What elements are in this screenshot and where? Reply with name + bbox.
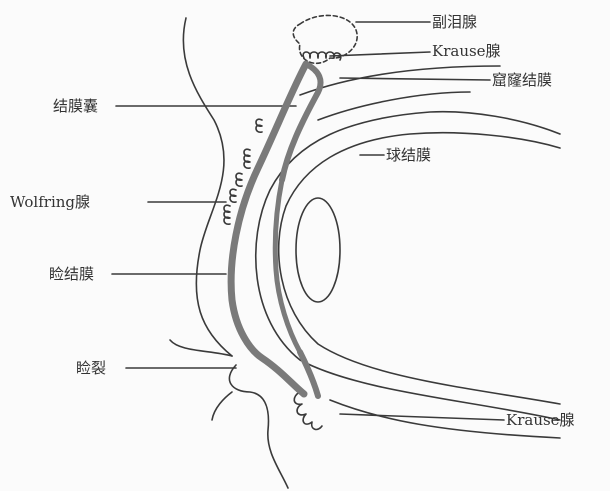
label-bulbar-conjunctiva: 球结膜: [386, 146, 431, 164]
leader-fornix: [340, 78, 490, 80]
label-palpebral-fissure: 睑裂: [76, 359, 106, 377]
label-conjunctival-fornix: 窟窿结膜: [492, 71, 552, 89]
skin-outline: [183, 18, 232, 356]
label-wolfring-gland: Wolfring腺: [10, 193, 90, 211]
fornix-band: [282, 64, 321, 180]
label-krause-gland-upper: Krause腺: [432, 42, 501, 60]
label-palpebral-conjunctiva: 睑结膜: [49, 265, 94, 283]
lower-lid-fold: [212, 392, 232, 420]
leader-krause-lower: [340, 414, 504, 420]
label-krause-gland-lower: Krause腺: [506, 411, 575, 429]
lens: [296, 198, 340, 302]
label-conjunctival-sac: 结膜囊: [53, 97, 98, 115]
lower-lid-outline: [229, 365, 288, 488]
globe-inner: [279, 133, 560, 404]
label-accessory-lacrimal-gland: 副泪腺: [432, 13, 477, 31]
